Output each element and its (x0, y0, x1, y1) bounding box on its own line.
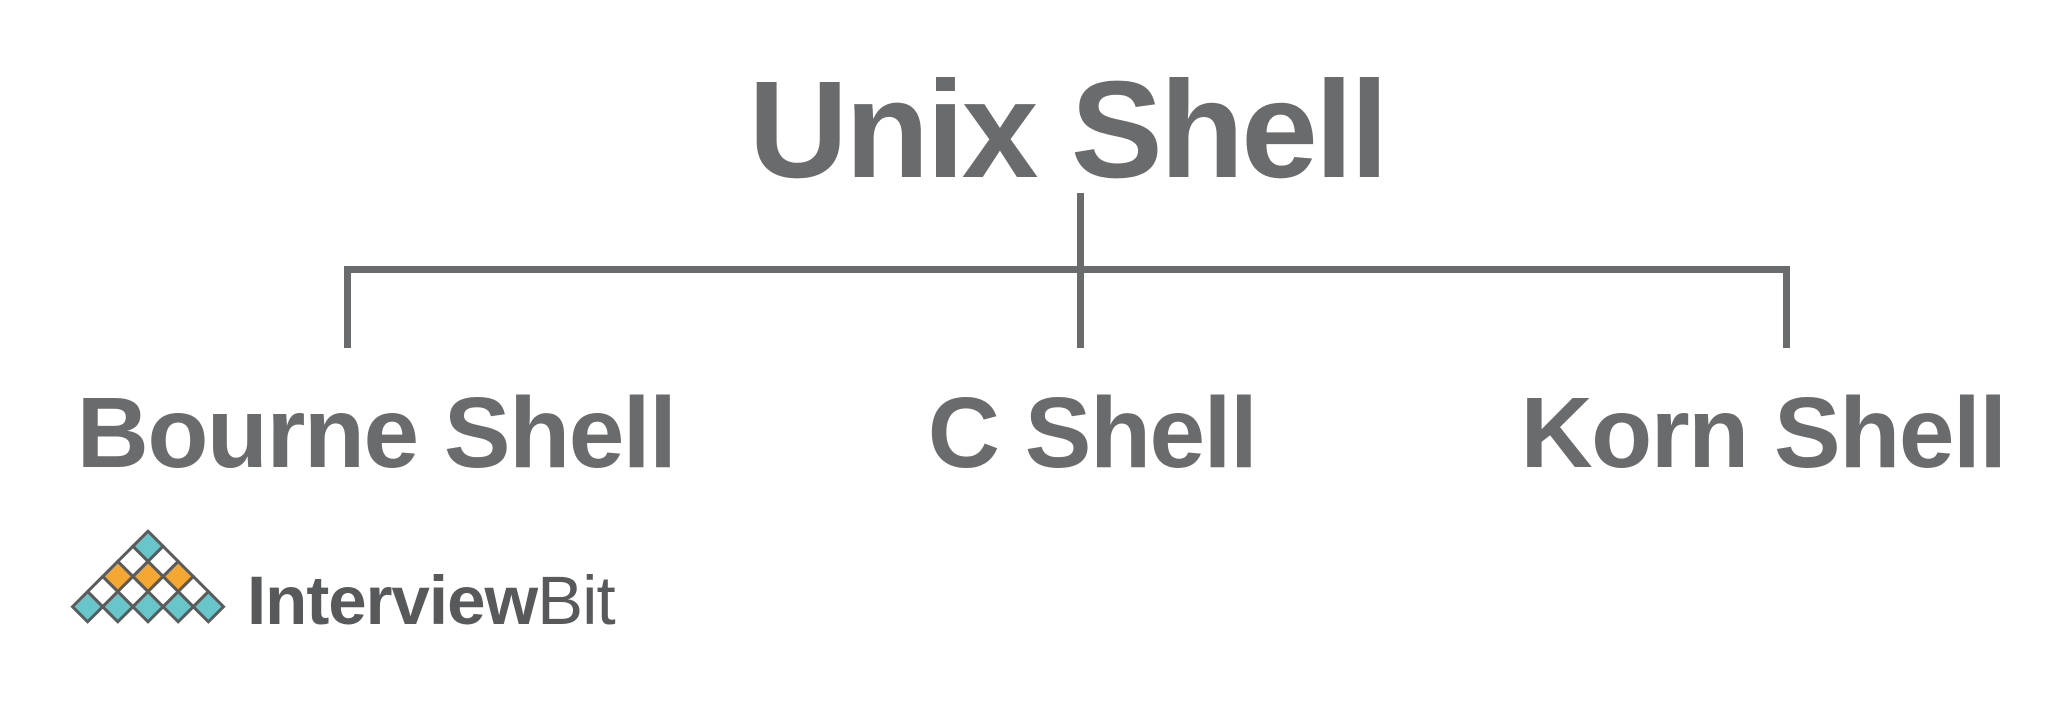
child-node-korn-shell: Korn Shell (1520, 377, 2007, 489)
root-node-label: Unix Shell (748, 53, 1388, 207)
pyramid-diamond-teal (191, 589, 226, 624)
child-node-bourne-shell: Bourne Shell (76, 377, 677, 489)
child-node-c-shell: C Shell (927, 377, 1258, 489)
interviewbit-logo-text: InterviewBit (247, 566, 616, 635)
pyramid-diamond-teal (160, 589, 196, 624)
interviewbit-pyramid-icon (70, 529, 226, 624)
logo-text-light: Bit (537, 562, 616, 639)
connector-horizontal (344, 266, 1790, 273)
pyramid-diamond-teal (70, 589, 105, 624)
connector-drop-right (1783, 266, 1790, 348)
logo-text-bold: Interview (247, 562, 538, 639)
connector-drop-left (344, 266, 351, 348)
pyramid-diamond-teal (100, 589, 136, 624)
pyramid-diamond-teal (130, 589, 166, 624)
